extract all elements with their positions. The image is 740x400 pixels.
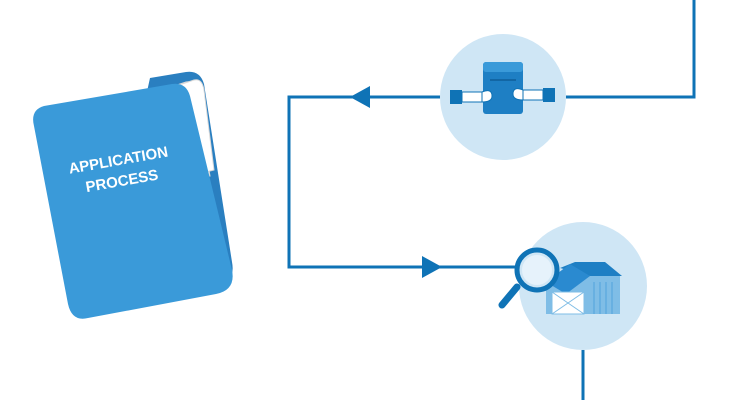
flow-line-incoming — [566, 0, 696, 99]
folder-front — [33, 83, 233, 319]
handshake-document-icon — [450, 62, 555, 114]
step-node-inspection — [498, 222, 647, 350]
arrow-right-icon — [422, 256, 442, 278]
house-inspection-icon — [498, 247, 622, 315]
arrow-left-icon — [350, 86, 370, 108]
application-folder: APPLICATION PROCESS — [33, 71, 233, 319]
step-node-document-exchange — [440, 34, 566, 160]
